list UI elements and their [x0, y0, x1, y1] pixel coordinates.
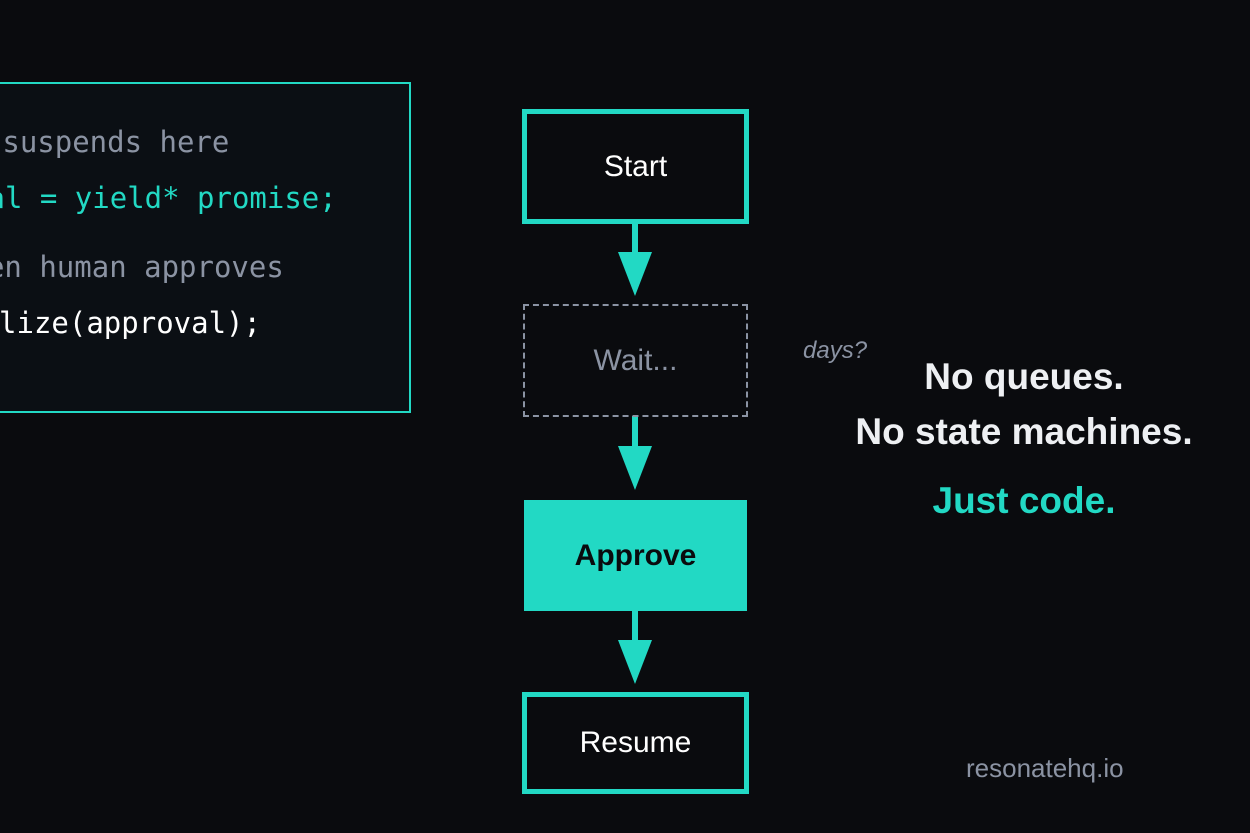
code-comment-suspend: // suspends here: [2, 125, 230, 159]
flow-node-resume-label: Resume: [579, 726, 692, 759]
code-panel: // suspends here const approval = yield*…: [0, 82, 411, 413]
flow-node-start-label: Start: [603, 149, 668, 183]
arrow-approve-resume-head: [618, 640, 652, 684]
flow-node-wait-label: Wait...: [593, 343, 678, 377]
code-comment-resume: // resumes when human approves: [0, 250, 284, 284]
flow-node-approve: Approve: [524, 500, 747, 611]
flow-node-wait: Wait...: [523, 304, 748, 417]
arrow-wait-approve-shaft: [632, 416, 638, 450]
arrow-wait-approve-head: [618, 446, 652, 490]
arrow-approve-resume-shaft: [632, 610, 638, 644]
arrow-start-wait-head: [618, 252, 652, 296]
code-return-line: return finalize(approval);: [0, 306, 261, 340]
tagline-just-code: Just code.: [932, 480, 1116, 521]
tagline-no-state-machines: No state machines.: [855, 411, 1193, 452]
site-url: resonatehq.io: [966, 753, 1124, 783]
flow-node-approve-label: Approve: [574, 538, 697, 572]
tagline-no-queues: No queues.: [924, 356, 1124, 397]
flow-node-resume: Resume: [522, 692, 749, 794]
code-yield-line: const approval = yield* promise;: [0, 181, 337, 215]
arrow-start-wait-shaft: [632, 222, 638, 256]
flow-node-start: Start: [522, 109, 749, 224]
wait-duration-note: days?: [803, 337, 868, 364]
